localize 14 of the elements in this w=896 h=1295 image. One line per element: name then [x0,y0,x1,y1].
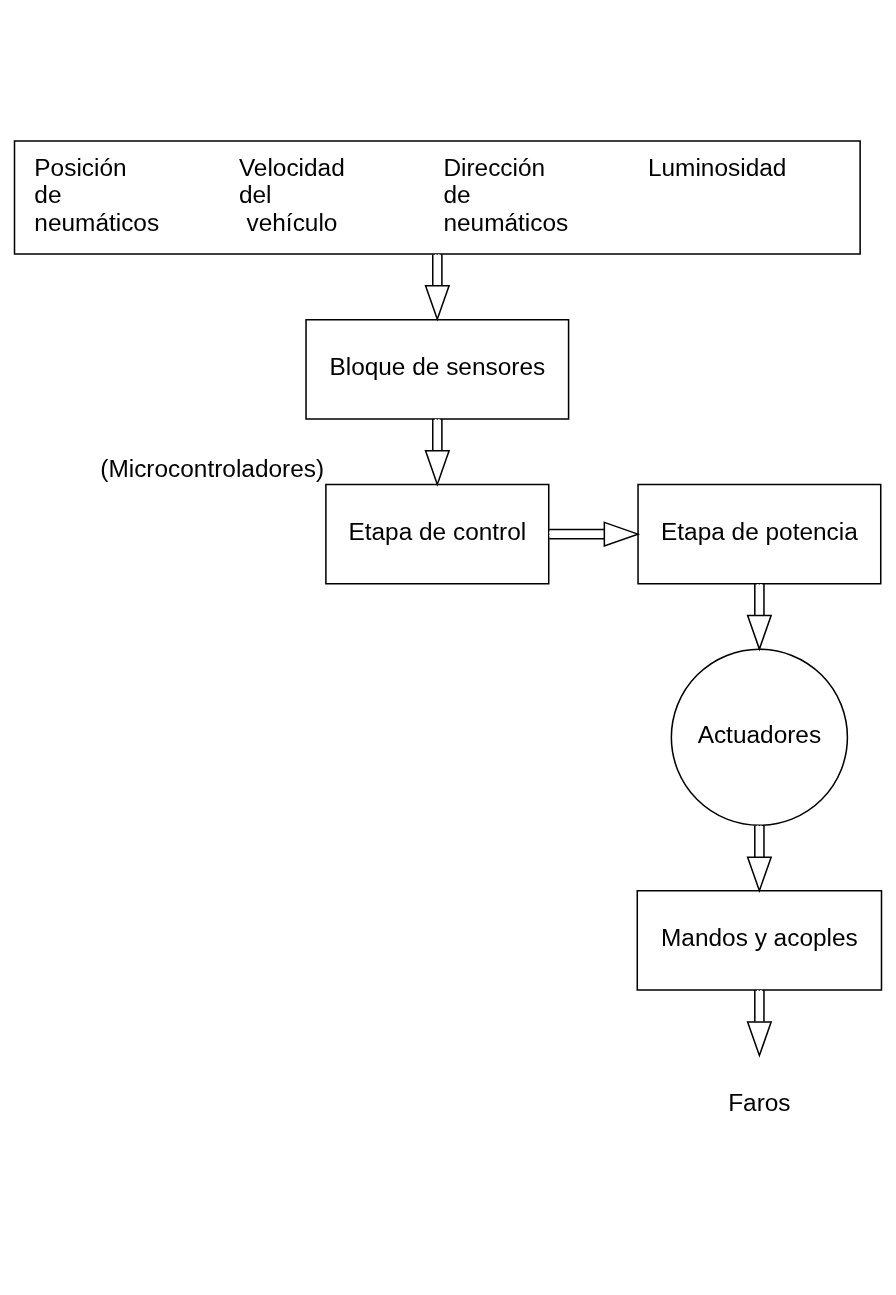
node-box: Etapa de control [325,483,550,585]
arrow [424,253,451,322]
node-box: Mandos y acoples [636,889,883,991]
arrow [746,824,773,893]
arrow [548,520,641,547]
node-box: Bloque de sensores [305,318,570,420]
arrow [424,417,451,487]
arrow [746,988,773,1058]
node-circle: Actuadores [670,648,849,826]
arrow [746,582,773,651]
node-text: Faros [728,1088,791,1116]
node-label: (Microcontroladores) [100,454,325,482]
node-box: Posición de neumáticos Velocidad del vehículo Dirección de neumáticos Luminosidad [13,139,861,255]
node-box: Etapa de potencia [637,483,882,585]
